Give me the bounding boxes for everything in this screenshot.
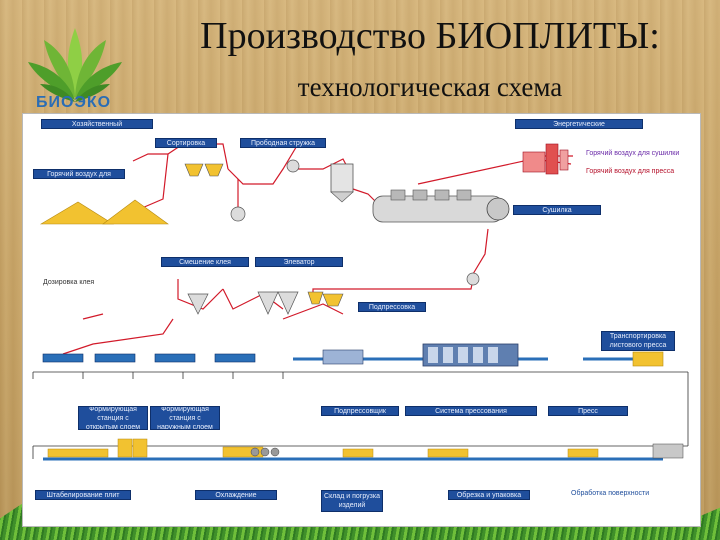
main-press bbox=[322, 343, 664, 367]
process-flow-graphics bbox=[32, 143, 689, 461]
note-surface-treatment: Обработка поверхности bbox=[571, 490, 650, 497]
note-glue-dosing: Дозировка клея bbox=[43, 279, 95, 286]
label-glue-mixing: Смешение клея bbox=[161, 257, 249, 267]
cooling-rollers bbox=[250, 443, 684, 459]
label-sorting: Сортировка bbox=[155, 138, 217, 148]
bioeko-logo bbox=[20, 18, 130, 113]
label-economic: Хозяйственный bbox=[41, 119, 153, 129]
dryer-drum bbox=[372, 189, 510, 223]
note-hot-air-press: Горячий воздух для пресса bbox=[586, 168, 675, 175]
label-forming-open: Формирующая станция с открытым слоем bbox=[78, 406, 148, 430]
label-hot-air: Горячий воздух для bbox=[33, 169, 125, 179]
slide-subtitle: технологическая схема bbox=[297, 72, 563, 102]
mixers bbox=[187, 159, 480, 315]
label-elevator: Элеватор bbox=[255, 257, 343, 267]
label-prepress: Подпрессовка bbox=[358, 302, 426, 312]
label-storage: Склад и погрузка изделий bbox=[321, 490, 383, 512]
process-diagram: Хозяйственный Сортировка Прободная струж… bbox=[22, 113, 701, 527]
label-press: Пресс bbox=[548, 406, 628, 416]
label-prepresser: Подпрессовщик bbox=[321, 406, 399, 416]
label-press-transport: Транспортировка листового пресса bbox=[601, 331, 675, 351]
label-shavings: Прободная стружка bbox=[240, 138, 326, 148]
label-pressing-system: Система прессования bbox=[405, 406, 537, 416]
label-forming-outer: Формирующая станция с наружным слоем bbox=[150, 406, 220, 430]
label-stacking: Штабелирование плит bbox=[35, 490, 131, 500]
logo-leaves-icon bbox=[28, 28, 122, 102]
forming-stations bbox=[42, 353, 256, 363]
pipe-lines bbox=[62, 143, 573, 355]
energy-burner bbox=[522, 143, 569, 175]
silo-tank bbox=[330, 163, 354, 203]
note-hot-air-dryer: Горячий воздух для сушилки bbox=[586, 150, 680, 157]
logo-text: БИОЭКО bbox=[36, 94, 112, 111]
sawdust-piles bbox=[39, 199, 169, 225]
label-energy: Энергетические bbox=[515, 119, 643, 129]
label-dryer: Сушилка bbox=[513, 205, 601, 215]
label-cooling: Охлаждение bbox=[195, 490, 277, 500]
slide-title: Производство БИОПЛИТЫ: bbox=[200, 15, 660, 57]
finished-boards bbox=[47, 438, 599, 458]
sorting-hoppers bbox=[184, 163, 344, 307]
label-trim-pack: Обрезка и упаковка bbox=[448, 490, 530, 500]
